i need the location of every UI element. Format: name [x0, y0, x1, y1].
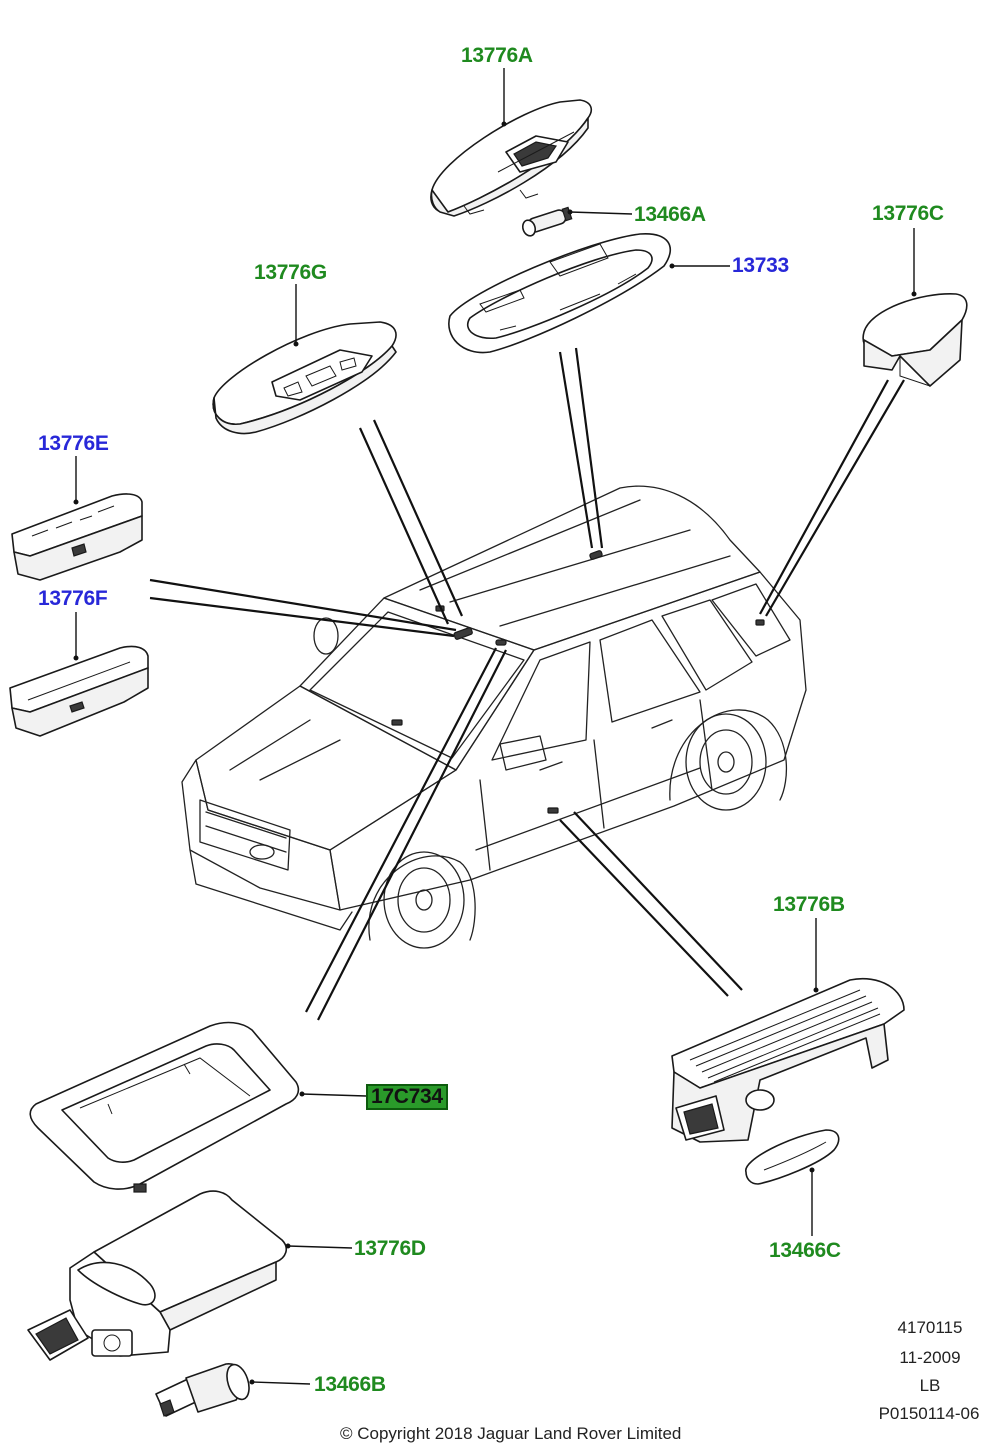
label-13466B[interactable]: 13466B	[314, 1373, 386, 1396]
label-13776G[interactable]: 13776G	[254, 261, 327, 284]
label-13776E[interactable]: 13776E	[38, 432, 109, 455]
part-13466C-bulb	[745, 1129, 840, 1185]
label-13466C[interactable]: 13466C	[769, 1239, 841, 1262]
part-13733-console-bezel	[448, 233, 672, 354]
label-13776F[interactable]: 13776F	[38, 587, 108, 610]
label-17C734[interactable]: 17C734	[366, 1084, 448, 1110]
part-13776B-puddle-lamp	[671, 977, 905, 1143]
part-13466A-bulb	[521, 206, 573, 237]
part-13776G-lamp	[212, 321, 397, 435]
part-13776E-switch-lamp	[11, 493, 143, 581]
diagram-date: 11-2009	[899, 1348, 961, 1367]
diagram-reference: P0150114-06	[878, 1404, 980, 1423]
diagram-number: 4170115	[897, 1318, 963, 1337]
diagram-code: LB	[919, 1376, 941, 1395]
vehicle-outline	[181, 485, 807, 949]
part-13466B-bulb	[155, 1363, 250, 1417]
label-13776D[interactable]: 13776D	[354, 1237, 426, 1260]
part-13776F-switch-lamp	[9, 645, 149, 737]
leader-lines	[149, 347, 905, 1021]
label-13776C[interactable]: 13776C	[872, 202, 944, 225]
part-13776C-lamp	[862, 293, 968, 387]
label-13466A[interactable]: 13466A	[634, 203, 706, 226]
label-13733[interactable]: 13733	[732, 254, 789, 277]
part-17C734-bezel	[29, 1021, 300, 1193]
part-13776D-lamp-unit	[27, 1190, 288, 1361]
label-13776A[interactable]: 13776A	[461, 44, 533, 67]
part-13776A-overhead-lamp	[430, 99, 593, 217]
label-13776B[interactable]: 13776B	[773, 893, 845, 916]
copyright-notice: © Copyright 2018 Jaguar Land Rover Limit…	[340, 1424, 682, 1443]
